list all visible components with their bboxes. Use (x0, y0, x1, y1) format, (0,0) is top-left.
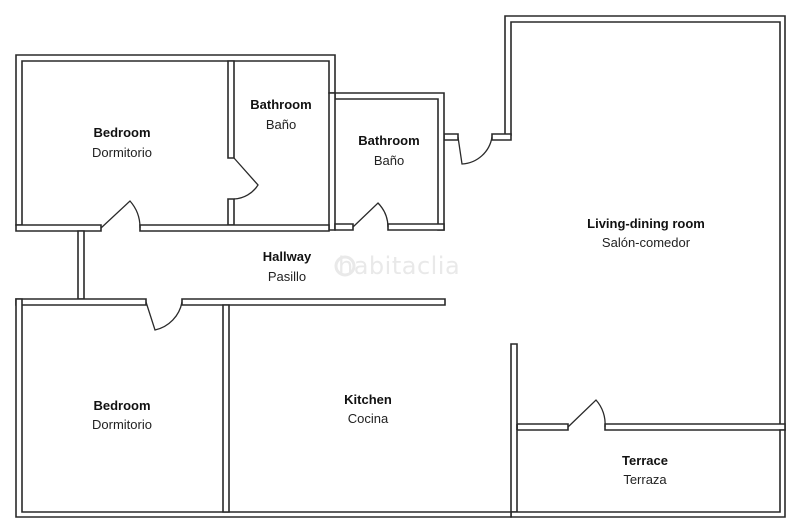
bedroom-1-sublabel: Dormitorio (92, 145, 152, 160)
bedroom-2-label: Bedroom (93, 398, 150, 413)
door-bedroom-2 (145, 301, 183, 331)
living-room-label: Living-dining room (587, 216, 705, 231)
watermark: habitaclia (334, 252, 460, 280)
bedroom-1-label: Bedroom (93, 125, 150, 140)
room-labels: Bedroom Dormitorio Bathroom Baño Bathroo… (92, 97, 705, 487)
door-bathroom-1 (233, 157, 259, 200)
terrace-sublabel: Terraza (623, 472, 667, 487)
watermark-text: habitaclia (338, 252, 460, 280)
hallway-sublabel: Pasillo (268, 269, 306, 284)
door-bedroom-1 (100, 200, 141, 229)
kitchen-label: Kitchen (344, 392, 392, 407)
door-terrace (567, 399, 606, 428)
bathroom-2-sublabel: Baño (374, 153, 404, 168)
door-bathroom-2 (352, 202, 389, 228)
door-living (457, 136, 493, 165)
bathroom-2-label: Bathroom (358, 133, 419, 148)
terrace-label: Terrace (622, 453, 668, 468)
living-room-sublabel: Salón-comedor (602, 235, 691, 250)
kitchen-sublabel: Cocina (348, 411, 389, 426)
bedroom-2-sublabel: Dormitorio (92, 417, 152, 432)
hallway-label: Hallway (263, 249, 312, 264)
doors (100, 136, 606, 428)
bathroom-1-label: Bathroom (250, 97, 311, 112)
bathroom-1-sublabel: Baño (266, 117, 296, 132)
